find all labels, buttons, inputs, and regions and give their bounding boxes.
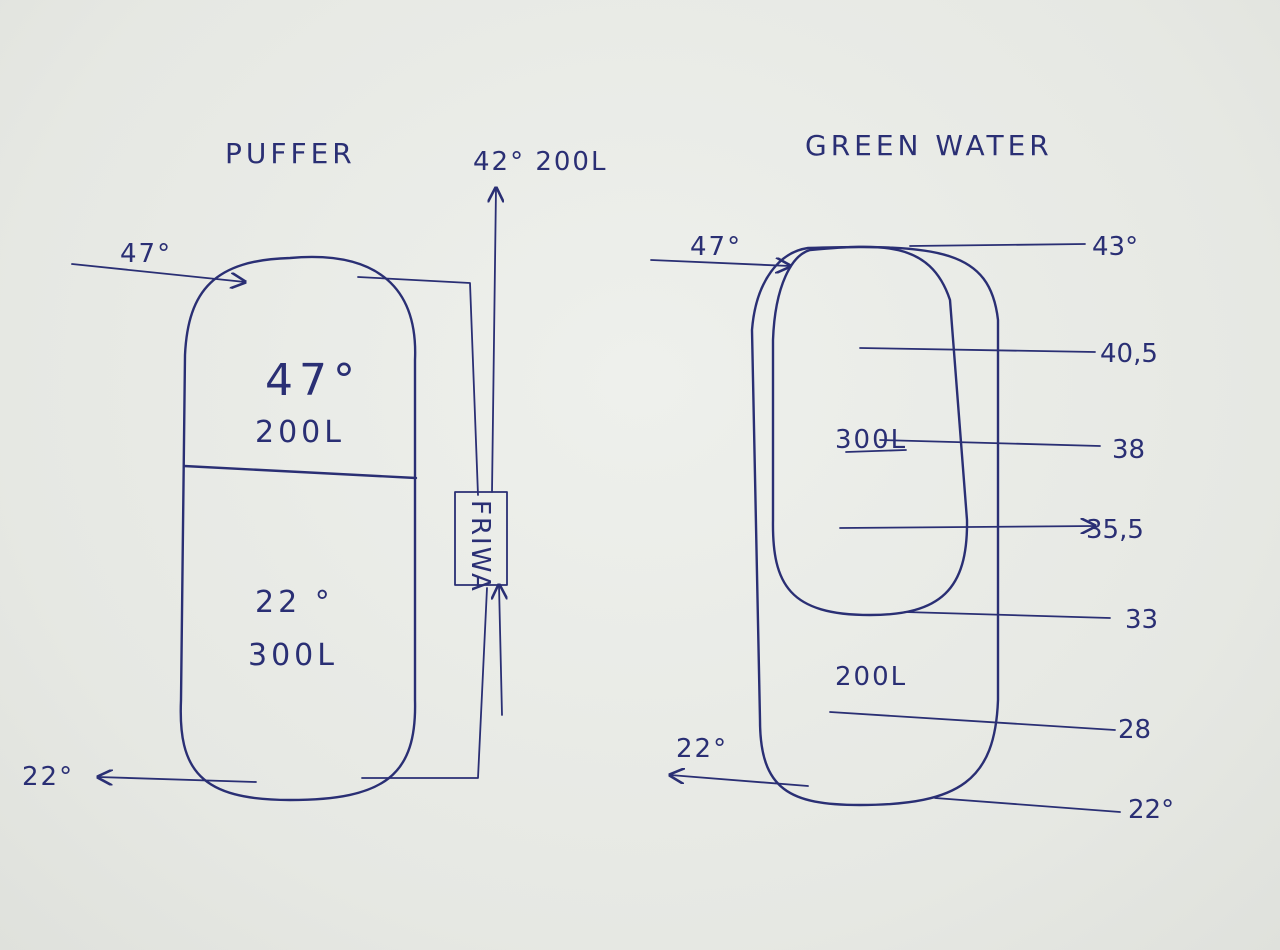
greenwater-title: GREEN WATER <box>805 129 1053 162</box>
puffer-inlet-arrow <box>71 263 245 282</box>
level-label-28: 28 <box>1118 715 1151 745</box>
level-line-35-5 <box>839 526 1095 528</box>
greenwater-inner-tank <box>771 245 969 617</box>
greenwater-inlet-arrow <box>650 260 790 266</box>
level-line-43 <box>909 243 1086 247</box>
level-label-22: 22° <box>1128 795 1174 825</box>
greenwater-outer-volume: 200L <box>835 662 907 692</box>
greenwater-diagram: GREEN WATER 300L 200L 47° 22° 43° 40,5 3… <box>650 129 1174 825</box>
level-line-38 <box>879 439 1101 447</box>
friwa-label: FRIWA <box>465 500 495 593</box>
puffer-supply-pipe <box>357 276 479 496</box>
level-label-40-5: 40,5 <box>1100 339 1158 369</box>
puffer-bottom-temp: 22 ° <box>255 585 334 620</box>
level-label-43: 43° <box>1092 232 1138 262</box>
puffer-divider <box>182 464 418 480</box>
level-line-28 <box>829 711 1116 731</box>
puffer-return-temp: 22° <box>22 762 74 792</box>
puffer-return-pipe <box>361 587 488 779</box>
puffer-diagram: PUFFER 47° 200L 22 ° 300L 47° 22° FRIWA … <box>22 137 607 802</box>
greenwater-outer-tank <box>750 245 1000 807</box>
level-label-33: 33 <box>1125 605 1158 635</box>
puffer-outlet-label: 42° 200L <box>473 147 607 177</box>
puffer-title: PUFFER <box>225 137 356 170</box>
hot-water-outlet-arrow <box>492 188 496 493</box>
cold-water-inlet-arrow <box>499 585 502 716</box>
friwa-exchanger <box>454 491 508 586</box>
greenwater-return-arrow <box>670 775 809 787</box>
level-label-38: 38 <box>1112 435 1145 465</box>
level-line-33 <box>904 611 1111 619</box>
greenwater-return-temp: 22° <box>676 734 728 764</box>
puffer-top-temp: 47° <box>265 355 361 406</box>
level-label-35-5: 35,5 <box>1086 515 1144 545</box>
puffer-tank <box>179 255 417 802</box>
inner-volume-underline <box>845 449 907 453</box>
puffer-top-volume: 200L <box>255 415 345 450</box>
puffer-inlet-temp: 47° <box>120 239 172 269</box>
level-line-22 <box>934 797 1121 813</box>
greenwater-inlet-temp: 47° <box>690 232 742 262</box>
level-line-40-5 <box>859 347 1096 353</box>
puffer-return-arrow <box>98 777 257 782</box>
puffer-bottom-volume: 300L <box>248 638 338 673</box>
